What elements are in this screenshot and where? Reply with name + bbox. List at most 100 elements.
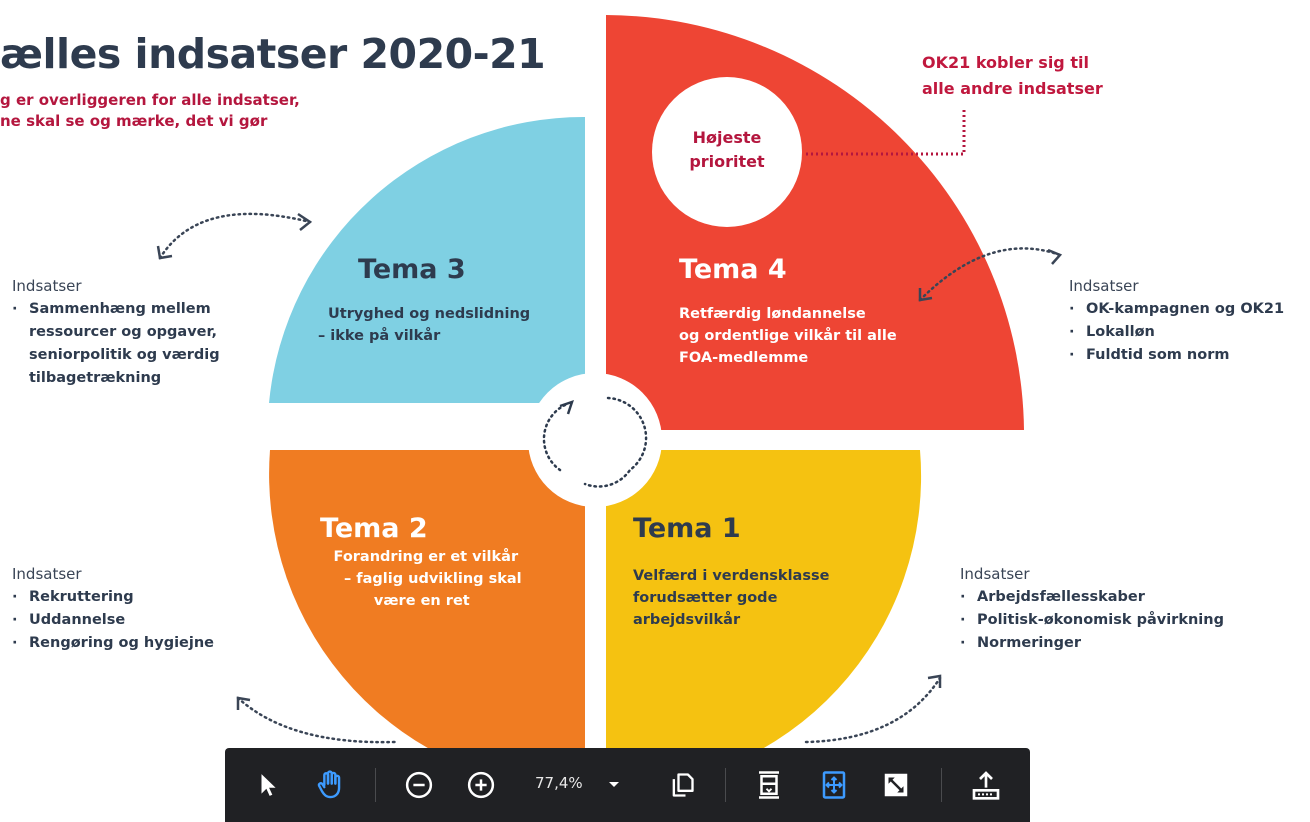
priority-label-line: Højeste — [692, 128, 762, 147]
toolbar-separator — [725, 768, 726, 802]
bullet: · — [1069, 347, 1075, 363]
arrowhead-icon — [1047, 248, 1063, 265]
zoom-in-icon — [467, 771, 495, 799]
tema3-desc-line: – ikke på vilkår — [318, 328, 441, 344]
list-item: · Fuldtid som norm — [1069, 344, 1284, 367]
page-subtitle: g er overliggeren for alle indsatser, ne… — [0, 90, 300, 132]
list-item: · Normeringer — [960, 632, 1224, 655]
zoom-level-value: 77,4% — [535, 774, 583, 792]
list-item-text: Normeringer — [977, 635, 1081, 651]
tema2-title: Tema 2 — [320, 513, 428, 544]
bullet: · — [960, 589, 966, 605]
toolbar-separator — [941, 768, 942, 802]
bullet: · — [960, 635, 966, 651]
list-item: · Rengøring og hygiejne — [12, 632, 214, 655]
indsatser-heading: Indsatser — [12, 565, 82, 583]
subtitle-line: g er overliggeren for alle indsatser, — [0, 91, 300, 109]
tema3-description: Utryghed og nedslidning – ikke på vilkår — [318, 303, 531, 347]
indsatser-tema3: Indsatser ·Sammenhæng mellem ressourcer … — [12, 277, 220, 390]
select-tool-button[interactable] — [249, 766, 287, 804]
list-item-continuation: ressourcer og opgaver, — [29, 324, 218, 340]
fit-height-button[interactable] — [750, 766, 788, 804]
list-item-text: Rengøring og hygiejne — [29, 635, 215, 651]
list-item-text: Politisk-økonomisk påvirkning — [977, 612, 1224, 628]
list-item: · Lokalløn — [1069, 321, 1284, 344]
priority-circle — [652, 77, 802, 227]
viewer-toolbar: 77,4% — [225, 748, 1030, 822]
arrowhead-icon — [297, 212, 313, 231]
tema1-description: Velfærd i verdensklasse forudsætter gode… — [633, 565, 829, 631]
list-item: · Politisk-økonomisk påvirkning — [960, 609, 1224, 632]
zoom-dropdown-button[interactable] — [603, 766, 625, 804]
indsatser-heading: Indsatser — [960, 565, 1030, 583]
zoom-out-button[interactable] — [400, 766, 438, 804]
hand-tool-button[interactable] — [311, 766, 349, 804]
fit-page-button[interactable] — [815, 766, 853, 804]
list-item-text: Arbejdsfællesskaber — [977, 589, 1145, 605]
arrowhead-icon — [927, 674, 942, 688]
bullet: · — [1069, 324, 1075, 340]
toolbar-separator — [375, 768, 376, 802]
tema2-desc-line: Forandring er et vilkår — [333, 549, 519, 565]
fit-height-icon — [759, 771, 779, 799]
bullet: · — [12, 589, 18, 605]
bullet: · — [960, 612, 966, 628]
list-item: · OK-kampagnen og OK21 — [1069, 298, 1284, 321]
fullscreen-button[interactable] — [877, 766, 915, 804]
list-item-continuation: tilbagetrækning — [29, 370, 162, 386]
list-item-continuation: seniorpolitik og værdig — [29, 347, 220, 363]
tema1-desc-line: Velfærd i verdensklasse — [633, 568, 830, 584]
subtitle-line: ne skal se og mærke, det vi gør — [0, 112, 268, 130]
tema1-desc-line: forudsætter gode — [633, 590, 778, 606]
indsatser-tema1: Indsatser · Arbejdsfællesskaber · Politisk… — [960, 565, 1224, 655]
tema4-desc-line: FOA-medlemme — [679, 350, 809, 366]
fullscreen-icon — [884, 773, 908, 797]
tema1-desc-line: arbejdsvilkår — [633, 612, 741, 628]
indsatser-tema4: Indsatser · OK-kampagnen og OK21 · Lokallø… — [1069, 277, 1284, 367]
bottom-left-curve-arrow — [236, 696, 397, 744]
tema2-desc-line: – faglig udvikling skal — [344, 571, 522, 587]
tema4-title: Tema 4 — [679, 254, 787, 285]
indsatser-heading: Indsatser — [1069, 277, 1139, 295]
tema1-quadrant — [606, 450, 922, 791]
list-item-text: OK-kampagnen og OK21 — [1086, 301, 1285, 317]
arrowhead-icon — [236, 696, 251, 710]
bullet: · — [12, 635, 18, 651]
page-copy-button[interactable] — [663, 766, 701, 804]
indsatser-tema2: Indsatser ·Rekruttering ·Uddannelse · Ren… — [12, 565, 214, 655]
bottom-right-curve-arrow — [804, 676, 942, 744]
export-icon — [972, 771, 1000, 800]
bullet: · — [12, 301, 18, 317]
page-title: ælles indsatser 2020-21 — [0, 30, 546, 78]
tema4-description: Retfærdig løndannelse og ordentlige vilk… — [679, 303, 897, 369]
list-item: ·Uddannelse — [12, 609, 214, 632]
ok21-note: OK21 kobler sig til alle andre indsatser — [922, 50, 1103, 102]
bullet: · — [1069, 301, 1075, 317]
select-cursor-icon — [261, 774, 276, 796]
zoom-in-button[interactable] — [462, 766, 500, 804]
export-button[interactable] — [967, 766, 1005, 804]
list-item: · Arbejdsfællesskaber — [960, 586, 1224, 609]
tema4-desc-line: Retfærdig løndannelse — [679, 306, 866, 322]
tema3-desc-line: Utryghed og nedslidning — [328, 306, 531, 322]
priority-label-line: prioritet — [689, 152, 765, 171]
tema4-desc-line: og ordentlige vilkår til alle — [679, 328, 897, 344]
zoom-level-select[interactable]: 77,4% — [535, 774, 583, 792]
ok21-note-line: OK21 kobler sig til — [922, 53, 1089, 72]
cycle-arrowhead-icon — [559, 400, 574, 415]
fit-page-icon — [822, 771, 846, 799]
tema2-desc-line: være en ret — [373, 593, 470, 609]
priority-label: Højeste prioritet — [652, 126, 802, 174]
list-item: ·Rekruttering — [12, 586, 214, 609]
bullet: · — [12, 612, 18, 628]
list-item-text: Fuldtid som norm — [1086, 347, 1230, 363]
list-item-text: Lokalløn — [1086, 324, 1155, 340]
top-right-curve-arrow — [918, 247, 1062, 302]
top-left-curve-arrow — [158, 212, 312, 260]
tema3-title: Tema 3 — [358, 254, 466, 285]
ok21-note-line: alle andre indsatser — [922, 79, 1103, 98]
page-copy-icon — [672, 773, 694, 797]
cycle-arrows-icon — [542, 396, 648, 488]
hand-tool-icon — [317, 770, 341, 799]
